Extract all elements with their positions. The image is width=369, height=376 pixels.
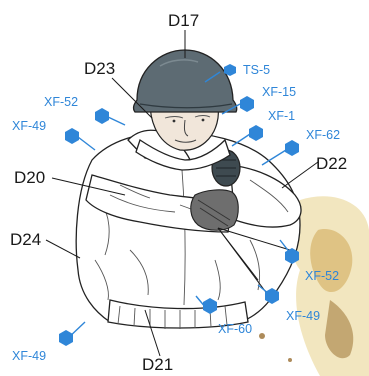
label-d23: D23: [84, 59, 115, 78]
hexagon-marker-icon: [203, 298, 217, 314]
hexagon-marker-icon: [65, 128, 79, 144]
callout-xf49-right: XF-49: [286, 309, 320, 323]
part-label-group: D17 D23 D20 D22 D24 D21: [10, 11, 347, 374]
hexagon-marker-icon: [59, 330, 73, 346]
collar: [135, 138, 231, 171]
paint-stain: [259, 196, 369, 376]
callout-xf49-left: XF-49: [12, 119, 46, 133]
right-arm: [229, 164, 302, 228]
callout-xf15: XF-15: [262, 85, 296, 99]
label-d22: D22: [316, 154, 347, 173]
label-d24: D24: [10, 230, 41, 249]
callout-xf1: XF-1: [268, 109, 295, 123]
callout-label-group: TS-5 XF-15 XF-1 XF-62 XF-52 XF-49 XF-52 …: [12, 63, 340, 363]
label-d21: D21: [142, 355, 173, 374]
gloves: [190, 189, 239, 231]
callout-xf52-left: XF-52: [44, 95, 78, 109]
hexagon-marker-icon: [265, 288, 279, 304]
hexagon-marker-icon: [240, 96, 254, 112]
callout-leaders: [65, 71, 295, 341]
hexagon-marker-icon: [95, 108, 109, 124]
callout-ts5: TS-5: [243, 63, 270, 77]
hexagon-marker-icon: [285, 140, 299, 156]
label-d20: D20: [14, 168, 45, 187]
label-d17: D17: [168, 11, 199, 30]
hexagon-marker-icon: [224, 64, 236, 76]
callout-xf49-bottom: XF-49: [12, 349, 46, 363]
callout-xf62-top: XF-62: [306, 128, 340, 142]
hexagon-marker-icon: [249, 125, 263, 141]
callout-xf60: XF-60: [218, 322, 252, 336]
helmet: [132, 49, 238, 113]
hexagon-marker-icon: [285, 248, 299, 264]
hexagon-markers: [59, 64, 299, 346]
callout-xf52-right: XF-52: [305, 269, 339, 283]
